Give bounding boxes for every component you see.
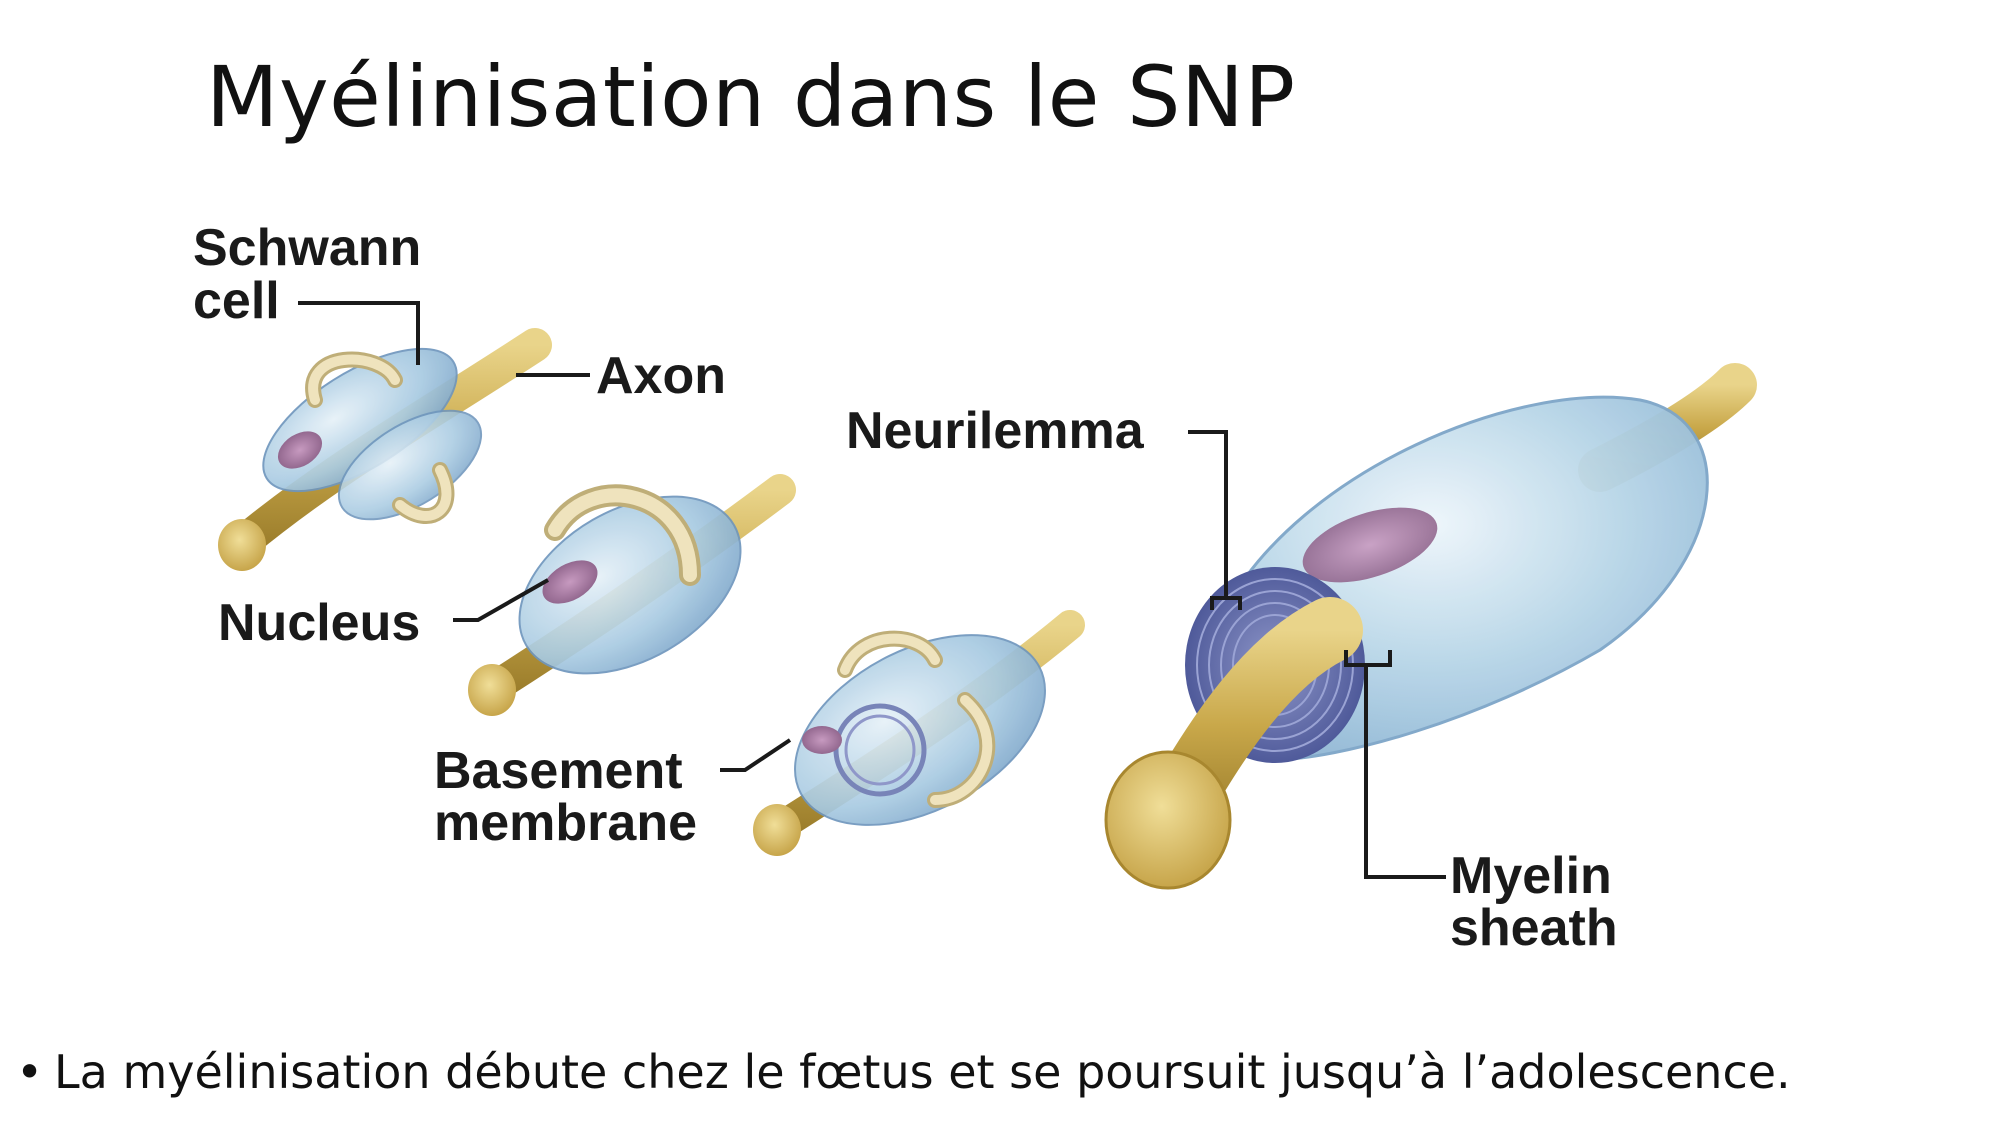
stage-4-axon-end [1104,750,1232,890]
stage-3-axon-end [753,804,801,856]
bullet-text: La myélinisation débute chez le fœtus et… [54,1045,1791,1099]
label-axon: Axon [596,347,726,405]
stage-1-schwann-cell [218,328,552,571]
label-nucleus: Nucleus [218,594,420,652]
stage-2-nucleus [542,560,598,604]
label-schwann-cell-line1: Schwann [193,219,421,277]
stage-1-axon-end [218,519,266,571]
stage-2-axon-end [468,664,516,716]
label-schwann-cell-line2: cell [193,272,280,330]
label-neurilemma: Neurilemma [846,402,1145,460]
stage-2-schwann-cell [468,474,796,716]
label-basement-line2: membrane [434,794,697,852]
leader-schwann-cell [298,301,420,365]
stage-1-cell-lower [337,409,483,521]
label-myelin-sheath-line1: Myelin [1450,847,1612,905]
bullet-dot: • [16,1045,44,1099]
stage-4-myelinated-axon [1104,363,1757,890]
stage-4-nucleus [1302,507,1438,583]
leader-myelin-sheath [1364,665,1446,879]
label-basement-line1: Basement [434,742,683,800]
label-myelin-sheath-line2: sheath [1450,899,1618,957]
bracket-myelin-sheath [1344,650,1392,667]
stage-3-nucleus [802,726,842,754]
leader-nucleus [453,578,549,622]
leader-basement-membrane [720,738,792,772]
slide-title: Myélinisation dans le SNP [206,48,1296,146]
bullet-point: •La myélinisation débute chez le fœtus e… [16,1045,1791,1099]
bracket-neurilemma [1210,596,1242,610]
stage-1-nucleus [277,431,323,469]
leader-neurilemma [1188,430,1228,598]
stage-3-myelin-ring [833,703,927,797]
stage-3-schwann-cell [753,610,1085,856]
